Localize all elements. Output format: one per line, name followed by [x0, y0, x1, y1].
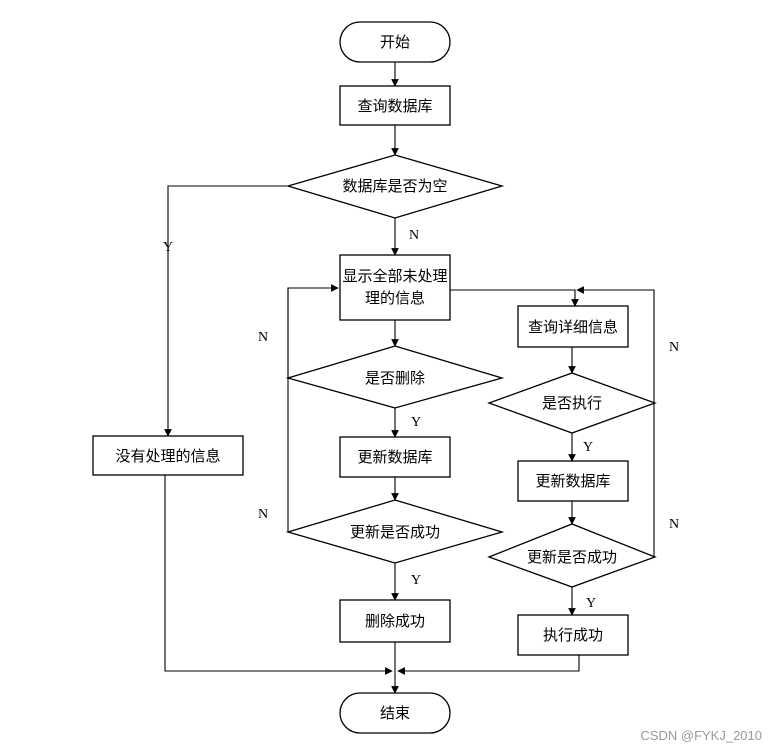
delete-ok-box: [339, 599, 451, 643]
execute-ok-box: [517, 614, 629, 656]
connectors: [164, 62, 655, 694]
delete-decision-label: 是否删除: [365, 369, 425, 387]
show-all-box: [339, 254, 451, 321]
no-info-label: 没有处理的信息: [115, 447, 220, 465]
execute-ok-label: 执行成功: [543, 626, 603, 644]
update-db-left-box: [339, 436, 451, 478]
edge-delete-no: [287, 284, 339, 378]
edge-label-delete-no: N: [258, 330, 268, 345]
end-terminal: [339, 692, 451, 734]
edge-label-update-right-yes: Y: [586, 596, 596, 611]
edge-empty-yes: [164, 185, 288, 437]
delete-decision: [285, 345, 505, 409]
db-empty-label: 数据库是否为空: [342, 177, 447, 195]
edge-show-to-detail: [450, 289, 579, 307]
show-all-label-line1: 显示全部未处理: [342, 267, 447, 285]
update-ok-right-label: 更新是否成功: [527, 548, 617, 566]
query-db-box: [339, 85, 451, 126]
db-empty-decision: [285, 154, 505, 219]
edge-label-update-left-yes: Y: [411, 573, 421, 588]
update-ok-left-label: 更新是否成功: [350, 523, 440, 541]
show-all-label-line2: 理的信息: [365, 289, 425, 307]
update-db-right-box: [517, 460, 629, 502]
edge-label-update-right-no: N: [669, 517, 679, 532]
update-ok-right-decision: [487, 523, 657, 588]
watermark: CSDN @FYKJ_2010: [640, 728, 762, 743]
start-label: 开始: [380, 33, 410, 51]
edge-update-left-no: [287, 287, 338, 532]
edge-label-empty-yes: Y: [163, 240, 173, 255]
update-ok-left-decision: [285, 499, 505, 564]
edge-label-empty-no: N: [409, 228, 419, 243]
start-terminal: [339, 21, 451, 63]
edge-execute-no: [576, 286, 655, 403]
end-label: 结束: [380, 704, 410, 722]
update-db-left-label: 更新数据库: [357, 448, 432, 466]
edge-label-delete-yes: Y: [411, 415, 421, 430]
edge-label-execute-no: N: [669, 340, 679, 355]
execute-decision-label: 是否执行: [542, 394, 602, 412]
update-db-right-label: 更新数据库: [535, 472, 610, 490]
edge-label-execute-yes: Y: [583, 440, 593, 455]
no-info-box: [92, 435, 244, 476]
edge-execute-ok-to-end: [397, 655, 580, 675]
execute-decision: [487, 372, 657, 434]
query-detail-box: [517, 305, 629, 348]
query-db-label: 查询数据库: [357, 97, 432, 115]
query-detail-label: 查询详细信息: [528, 318, 618, 336]
delete-ok-label: 删除成功: [365, 612, 425, 630]
edge-noinfo-to-end: [164, 475, 393, 675]
edge-label-update-left-no: N: [258, 507, 268, 522]
